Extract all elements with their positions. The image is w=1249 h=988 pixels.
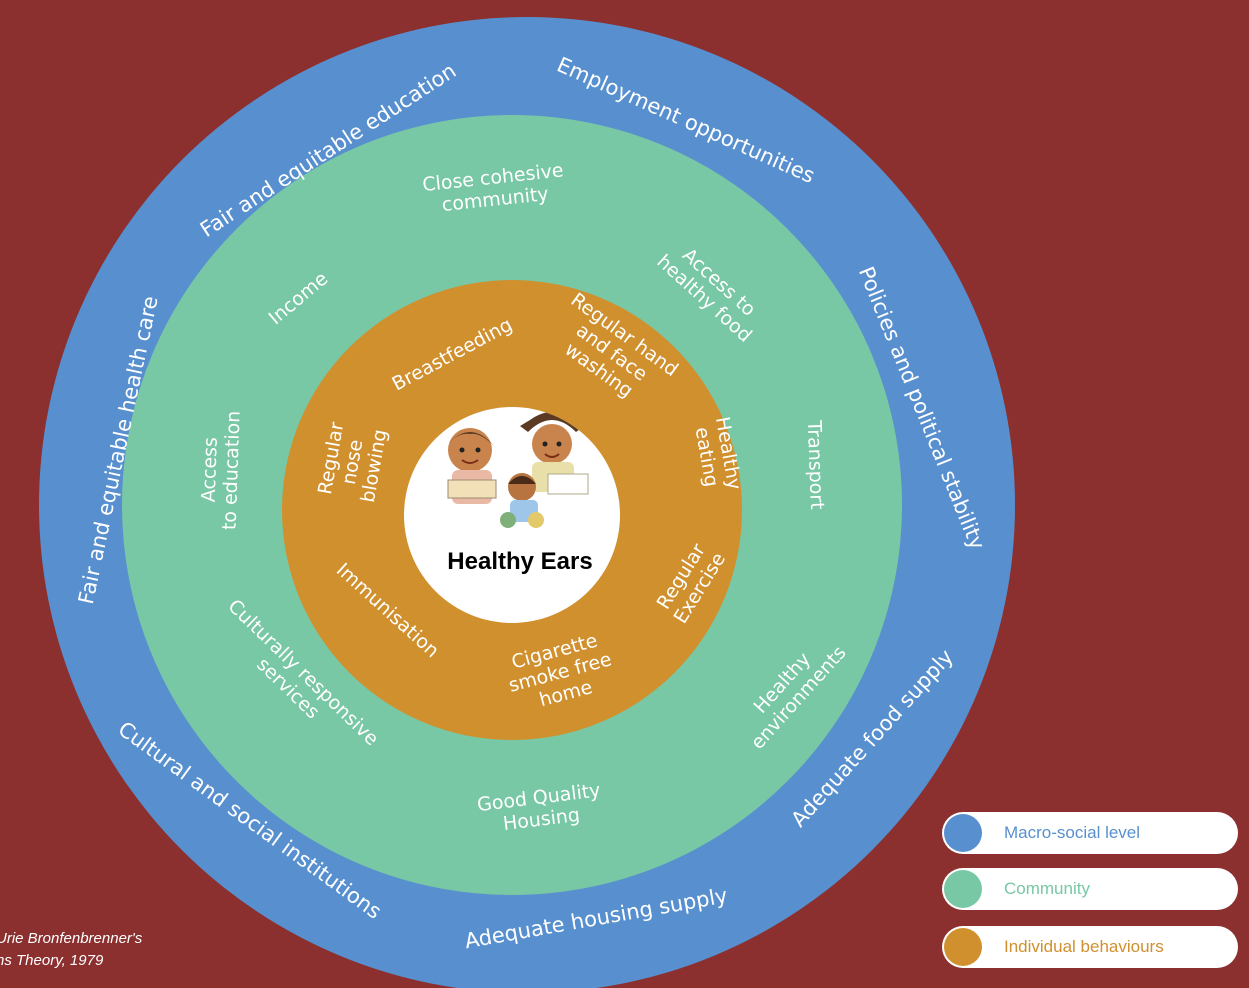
community-label-3-line-1: Transport [803, 419, 828, 510]
children-illustration [446, 412, 589, 528]
individual-label-7: Regularnoseblowing [314, 420, 392, 504]
legend-item-1: Macro-social level [942, 812, 1238, 854]
legend-swatch [944, 870, 982, 908]
legend-swatch [944, 814, 982, 852]
caption-line-2: ns Theory, 1979 [0, 952, 104, 969]
community-label-7-line-2: to education [219, 410, 245, 530]
legend-label: Community [1004, 879, 1090, 898]
legend-label: Individual behaviours [1004, 937, 1164, 956]
community-label-7-line-1: Access [198, 437, 222, 503]
legend-label: Macro-social level [1004, 823, 1141, 842]
community-label-7: Accessto education [197, 410, 245, 531]
individual-label-3: Healthyeating [689, 415, 745, 495]
legend-item-2: Community [942, 868, 1238, 910]
community-label-3: Transport [803, 419, 828, 510]
legend-item-3: Individual behaviours [942, 926, 1238, 968]
legend-swatch [944, 928, 982, 966]
center-title: Healthy Ears [447, 548, 592, 575]
source-caption: Urie Bronfenbrenner's ns Theory, 1979 [0, 928, 142, 972]
caption-line-1: Urie Bronfenbrenner's [0, 930, 143, 947]
